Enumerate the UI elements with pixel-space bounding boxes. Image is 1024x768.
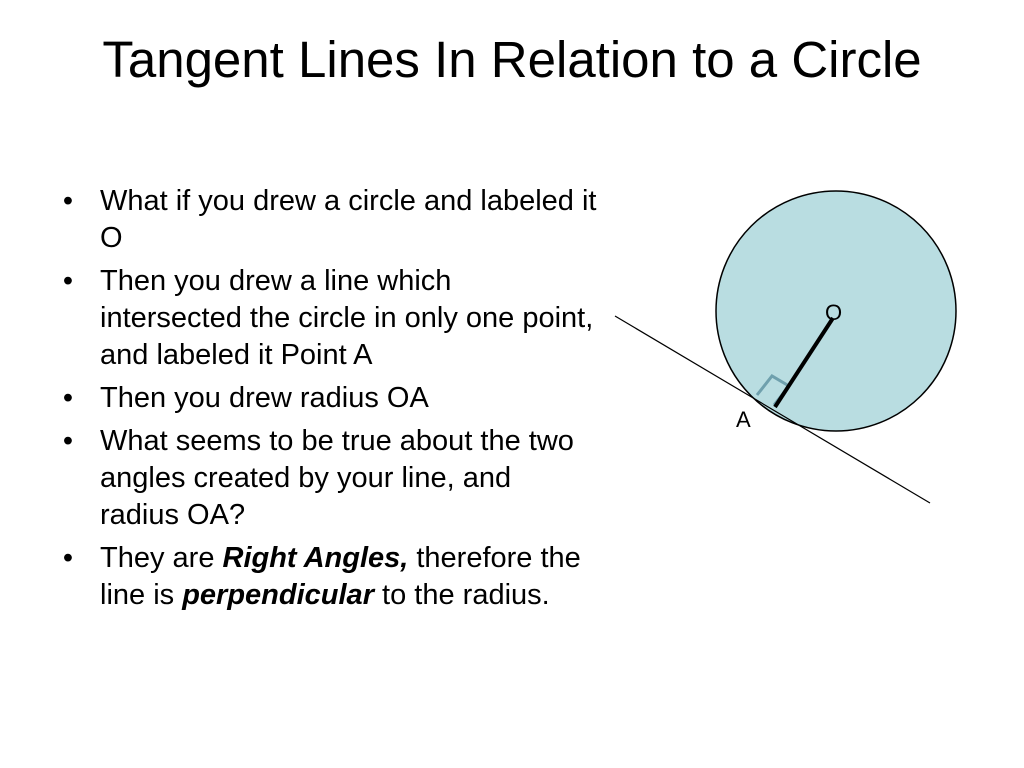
bullet-text: What seems to be true about the two angl… [100, 425, 574, 531]
bullet-item: • They are Right Angles, therefore the l… [58, 540, 598, 614]
tangent-line [614, 315, 931, 504]
bullet-icon: • [62, 185, 74, 217]
bullet-text: They are Right Angles, therefore the lin… [100, 542, 581, 611]
bullet-item: • Then you drew radius OA [58, 380, 598, 417]
bullet-text: Then you drew a line which intersected t… [100, 265, 594, 371]
bullet-icon: • [62, 265, 74, 297]
tangent-diagram: O A [614, 190, 957, 504]
bullet-text: Then you drew radius OA [100, 382, 429, 414]
bullet-text-before: They are [100, 542, 223, 574]
emphasis-right-angles: Right Angles, [222, 542, 409, 574]
bullet-icon: • [62, 542, 74, 574]
bullet-item: • What seems to be true about the two an… [58, 423, 598, 534]
circle-o [715, 190, 957, 432]
emphasis-perpendicular: perpendicular [182, 579, 374, 611]
bullet-item: • Then you drew a line which intersected… [58, 263, 598, 374]
bullet-list: • What if you drew a circle and labeled … [58, 183, 598, 620]
label-o: O [825, 300, 842, 325]
bullet-icon: • [62, 382, 74, 414]
bullet-text-after: to the radius. [373, 579, 550, 611]
radius-oa [773, 316, 835, 409]
bullet-icon: • [62, 425, 74, 457]
bullet-text: What if you drew a circle and labeled it… [100, 185, 597, 254]
slide-title: Tangent Lines In Relation to a Circle [102, 31, 922, 88]
label-a: A [736, 407, 751, 432]
bullet-item: • What if you drew a circle and labeled … [58, 183, 598, 257]
bullet-text-middle: therefore the line is [100, 542, 581, 611]
